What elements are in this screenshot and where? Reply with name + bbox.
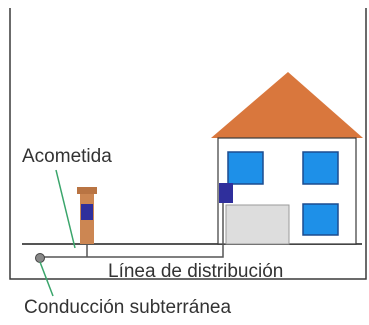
garage-door <box>225 204 290 245</box>
window-top-right <box>302 151 339 185</box>
distribution-line <box>40 244 224 258</box>
house-icon <box>211 72 363 245</box>
acometida-label: Acometida <box>22 146 112 167</box>
house-meter-box <box>219 183 233 203</box>
meter-box <box>81 204 93 220</box>
house-roof <box>211 72 363 138</box>
linea-distribucion-label: Línea de distribución <box>108 261 283 282</box>
underground-junction-icon <box>35 253 45 263</box>
window-top-left <box>227 151 264 185</box>
conduccion-leader-line <box>39 261 54 297</box>
conduccion-subterranea-label: Conducción subterránea <box>24 297 231 318</box>
meter-post-icon <box>77 187 97 244</box>
acometida-leader-line <box>55 169 76 249</box>
window-bottom-right <box>302 203 339 236</box>
meter-post-cap <box>77 187 97 194</box>
diagram-frame <box>9 8 367 280</box>
